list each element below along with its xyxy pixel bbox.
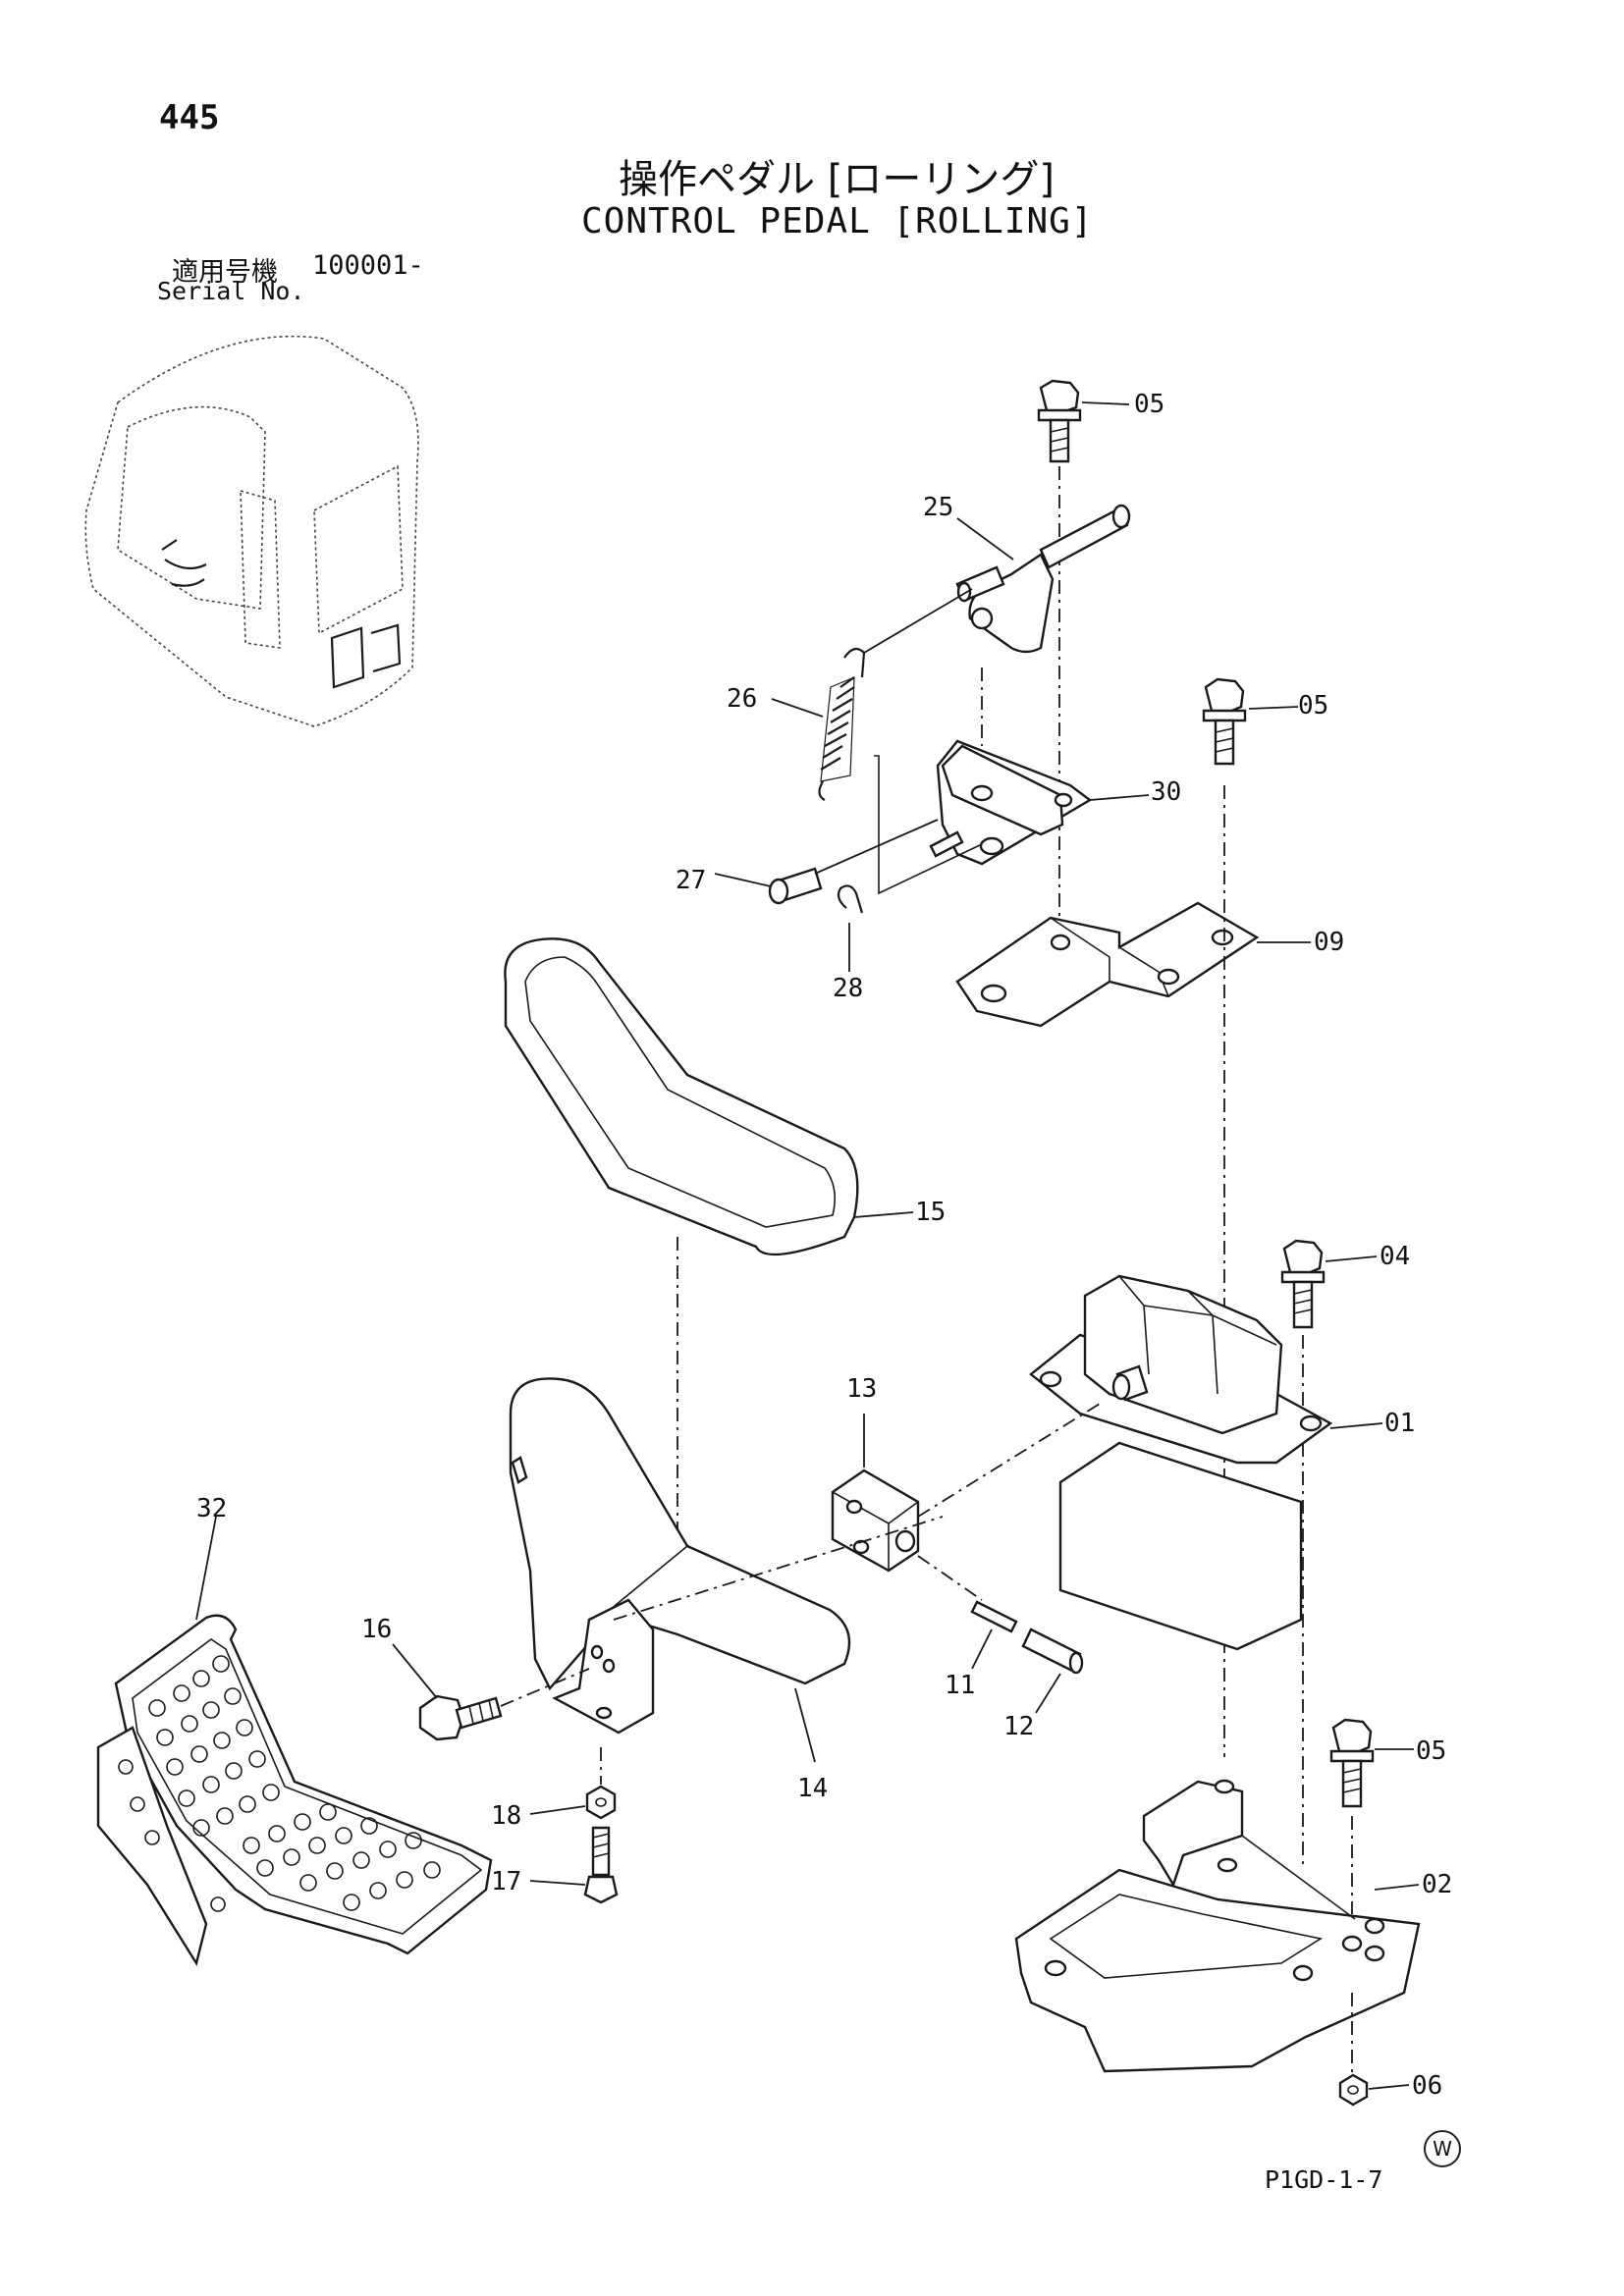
part-11-pin xyxy=(970,1600,1018,1670)
part-04-bolt xyxy=(1280,1239,1378,1423)
callout-27: 27 xyxy=(676,866,706,895)
serial-label-japanese: 適用号機 xyxy=(172,257,278,288)
part-15-pedal-cover xyxy=(504,937,914,1531)
callout-05-right: 05 xyxy=(1298,691,1328,721)
part-26-spring xyxy=(818,588,973,801)
part-05-bolt-lower xyxy=(1329,1718,1414,1914)
part-14-pedal xyxy=(509,1377,944,1763)
part-27-pin xyxy=(714,819,939,905)
part-01-valve xyxy=(1029,1274,1383,1865)
callout-01: 01 xyxy=(1384,1409,1415,1438)
callout-25: 25 xyxy=(923,493,953,522)
part-12-pin xyxy=(917,1555,1084,1714)
callout-12: 12 xyxy=(1003,1712,1034,1741)
callout-06: 06 xyxy=(1412,2071,1442,2101)
callout-17: 17 xyxy=(491,1867,521,1896)
callout-18: 18 xyxy=(491,1801,521,1831)
part-05-bolt-top xyxy=(1037,379,1082,933)
callout-26: 26 xyxy=(727,684,757,714)
part-05-bolt-right xyxy=(1202,677,1299,1757)
callout-15: 15 xyxy=(915,1198,946,1227)
page-number: 445 xyxy=(159,98,220,137)
part-25-lever xyxy=(955,504,1131,654)
part-30-bracket xyxy=(929,667,1150,866)
callout-05-top: 05 xyxy=(1134,390,1164,419)
part-09-plate xyxy=(955,901,1311,1028)
part-17-bolt xyxy=(529,1826,619,1904)
part-13-block xyxy=(831,1403,1101,1573)
part-18-nut xyxy=(529,1747,617,1820)
callout-28: 28 xyxy=(833,974,863,1003)
footer-figure-code: P1GD-1-7 xyxy=(1265,2165,1383,2194)
cab-location-thumbnail xyxy=(84,335,419,727)
callout-09: 09 xyxy=(1314,928,1344,957)
callout-11: 11 xyxy=(945,1671,975,1700)
callout-14: 14 xyxy=(797,1774,828,1803)
serial-range: 100001- xyxy=(312,250,424,281)
callout-32: 32 xyxy=(196,1494,227,1523)
part-06-nut xyxy=(1338,1993,1410,2107)
serial-label-english: Serial No. xyxy=(157,277,305,305)
part-16-bolt xyxy=(392,1643,590,1741)
part-32-pedal-pad xyxy=(96,1516,493,1967)
callout-16: 16 xyxy=(361,1615,392,1644)
callout-05-lower: 05 xyxy=(1416,1736,1446,1766)
watermark-circle-w: W xyxy=(1424,2130,1461,2167)
page-title-english: CONTROL PEDAL [ROLLING] xyxy=(581,201,1094,241)
callout-labels: 05 25 26 05 30 27 28 09 15 04 13 01 32 1… xyxy=(196,390,1452,2101)
page-title-japanese: 操作ペダル [ローリング] xyxy=(619,157,1055,202)
part-28-clip xyxy=(837,755,983,972)
part-02-base-plate xyxy=(1014,1779,1421,2073)
callout-13: 13 xyxy=(846,1374,877,1404)
callout-04: 04 xyxy=(1380,1242,1410,1271)
callout-02: 02 xyxy=(1422,1870,1452,1899)
callout-30: 30 xyxy=(1151,777,1181,807)
